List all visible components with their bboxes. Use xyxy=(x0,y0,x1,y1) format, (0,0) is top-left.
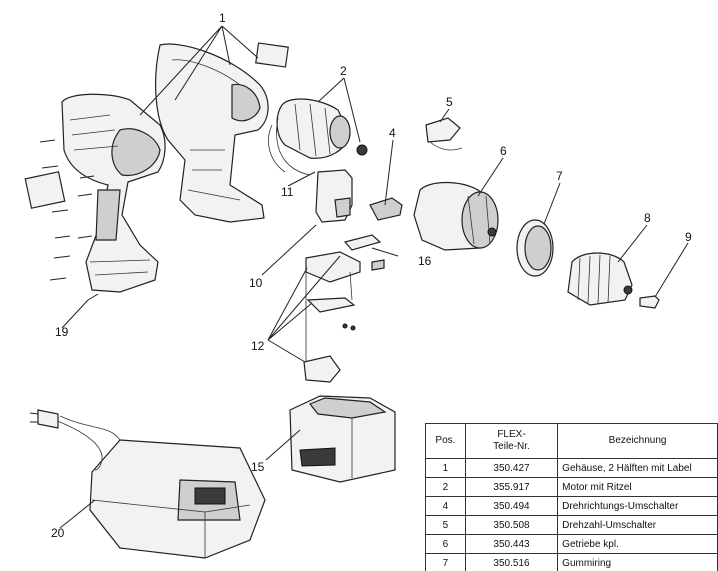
callout-4: 4 xyxy=(389,126,396,140)
header-part-number-line2: Teile-Nr. xyxy=(493,441,530,452)
electronic-switch xyxy=(315,169,353,223)
gearbox xyxy=(413,181,499,251)
callout-20: 20 xyxy=(51,526,65,540)
table-row: 4 350.494 Drehrichtungs-Umschalter xyxy=(425,496,718,516)
table-row: 2 355.917 Motor mit Ritzel xyxy=(425,477,718,497)
battery-pack xyxy=(289,395,396,483)
table-row: 5 350.508 Drehzahl-Umschalter xyxy=(425,515,718,535)
callout-19: 19 xyxy=(55,325,69,339)
chuck-screw xyxy=(639,295,660,309)
cell-description: Drehrichtungs-Umschalter xyxy=(557,496,718,516)
cell-description: Motor mit Ritzel xyxy=(557,477,718,497)
header-description: Bezeichnung xyxy=(557,423,718,459)
callout-12: 12 xyxy=(251,339,265,353)
cell-pos: 7 xyxy=(425,553,466,571)
rubber-ring xyxy=(516,219,554,277)
parts-list-table: Pos. FLEX-Teile-Nr. Bezeichnung 1 350.42… xyxy=(425,423,718,571)
cell-part-number: 350.494 xyxy=(464,496,559,516)
table-row: 7 350.516 Gummiring xyxy=(425,553,718,571)
callout-10: 10 xyxy=(249,276,263,290)
callout-numbers: 1 2 4 5 6 7 8 9 10 11 12 15 16 19 20 xyxy=(51,11,692,540)
terminal-plate xyxy=(343,234,385,271)
cell-part-number: 350.516 xyxy=(464,553,559,571)
cell-description: Getriebe kpl. xyxy=(557,534,718,554)
table-row: 1 350.427 Gehäuse, 2 Hälften mit Label xyxy=(425,458,718,478)
callout-6: 6 xyxy=(500,144,507,158)
cell-pos: 2 xyxy=(425,477,466,497)
cell-pos: 5 xyxy=(425,515,466,535)
callout-8: 8 xyxy=(644,211,651,225)
charger xyxy=(89,439,266,559)
cell-description: Gummiring xyxy=(557,553,718,571)
cell-description: Gehäuse, 2 Hälften mit Label xyxy=(557,458,718,478)
table-header-row: Pos. FLEX-Teile-Nr. Bezeichnung xyxy=(425,423,718,459)
callout-9: 9 xyxy=(685,230,692,244)
header-part-number: FLEX-Teile-Nr. xyxy=(464,423,559,459)
screw-set xyxy=(39,139,99,301)
rotation-direction-switch xyxy=(369,197,403,221)
callout-7: 7 xyxy=(556,169,563,183)
cell-pos: 1 xyxy=(425,458,466,478)
leader-lines xyxy=(59,25,689,529)
callout-11: 11 xyxy=(281,185,294,199)
callout-2: 2 xyxy=(340,64,347,78)
power-cord xyxy=(29,409,121,471)
callout-1: 1 xyxy=(219,11,226,25)
battery-contact-holder xyxy=(303,251,361,383)
speed-switch xyxy=(425,117,463,151)
header-part-number-line1: FLEX- xyxy=(497,429,526,440)
drill-chuck xyxy=(567,252,633,306)
cell-part-number: 355.917 xyxy=(464,477,559,497)
housing-left-half xyxy=(61,93,166,293)
motor-with-pinion xyxy=(276,98,368,159)
cell-description: Drehzahl-Umschalter xyxy=(557,515,718,535)
label-plate-left xyxy=(24,171,66,209)
callout-16: 16 xyxy=(418,254,432,268)
label-plate-right xyxy=(255,42,289,68)
cell-pos: 4 xyxy=(425,496,466,516)
cell-part-number: 350.427 xyxy=(464,458,559,478)
housing-right-half xyxy=(155,43,269,223)
table-row: 6 350.443 Getriebe kpl. xyxy=(425,534,718,554)
motor-wires xyxy=(268,117,311,176)
header-pos: Pos. xyxy=(425,423,466,459)
callout-5: 5 xyxy=(446,95,453,109)
cell-part-number: 350.443 xyxy=(464,534,559,554)
cell-part-number: 350.508 xyxy=(464,515,559,535)
cell-pos: 6 xyxy=(425,534,466,554)
callout-15: 15 xyxy=(251,460,265,474)
